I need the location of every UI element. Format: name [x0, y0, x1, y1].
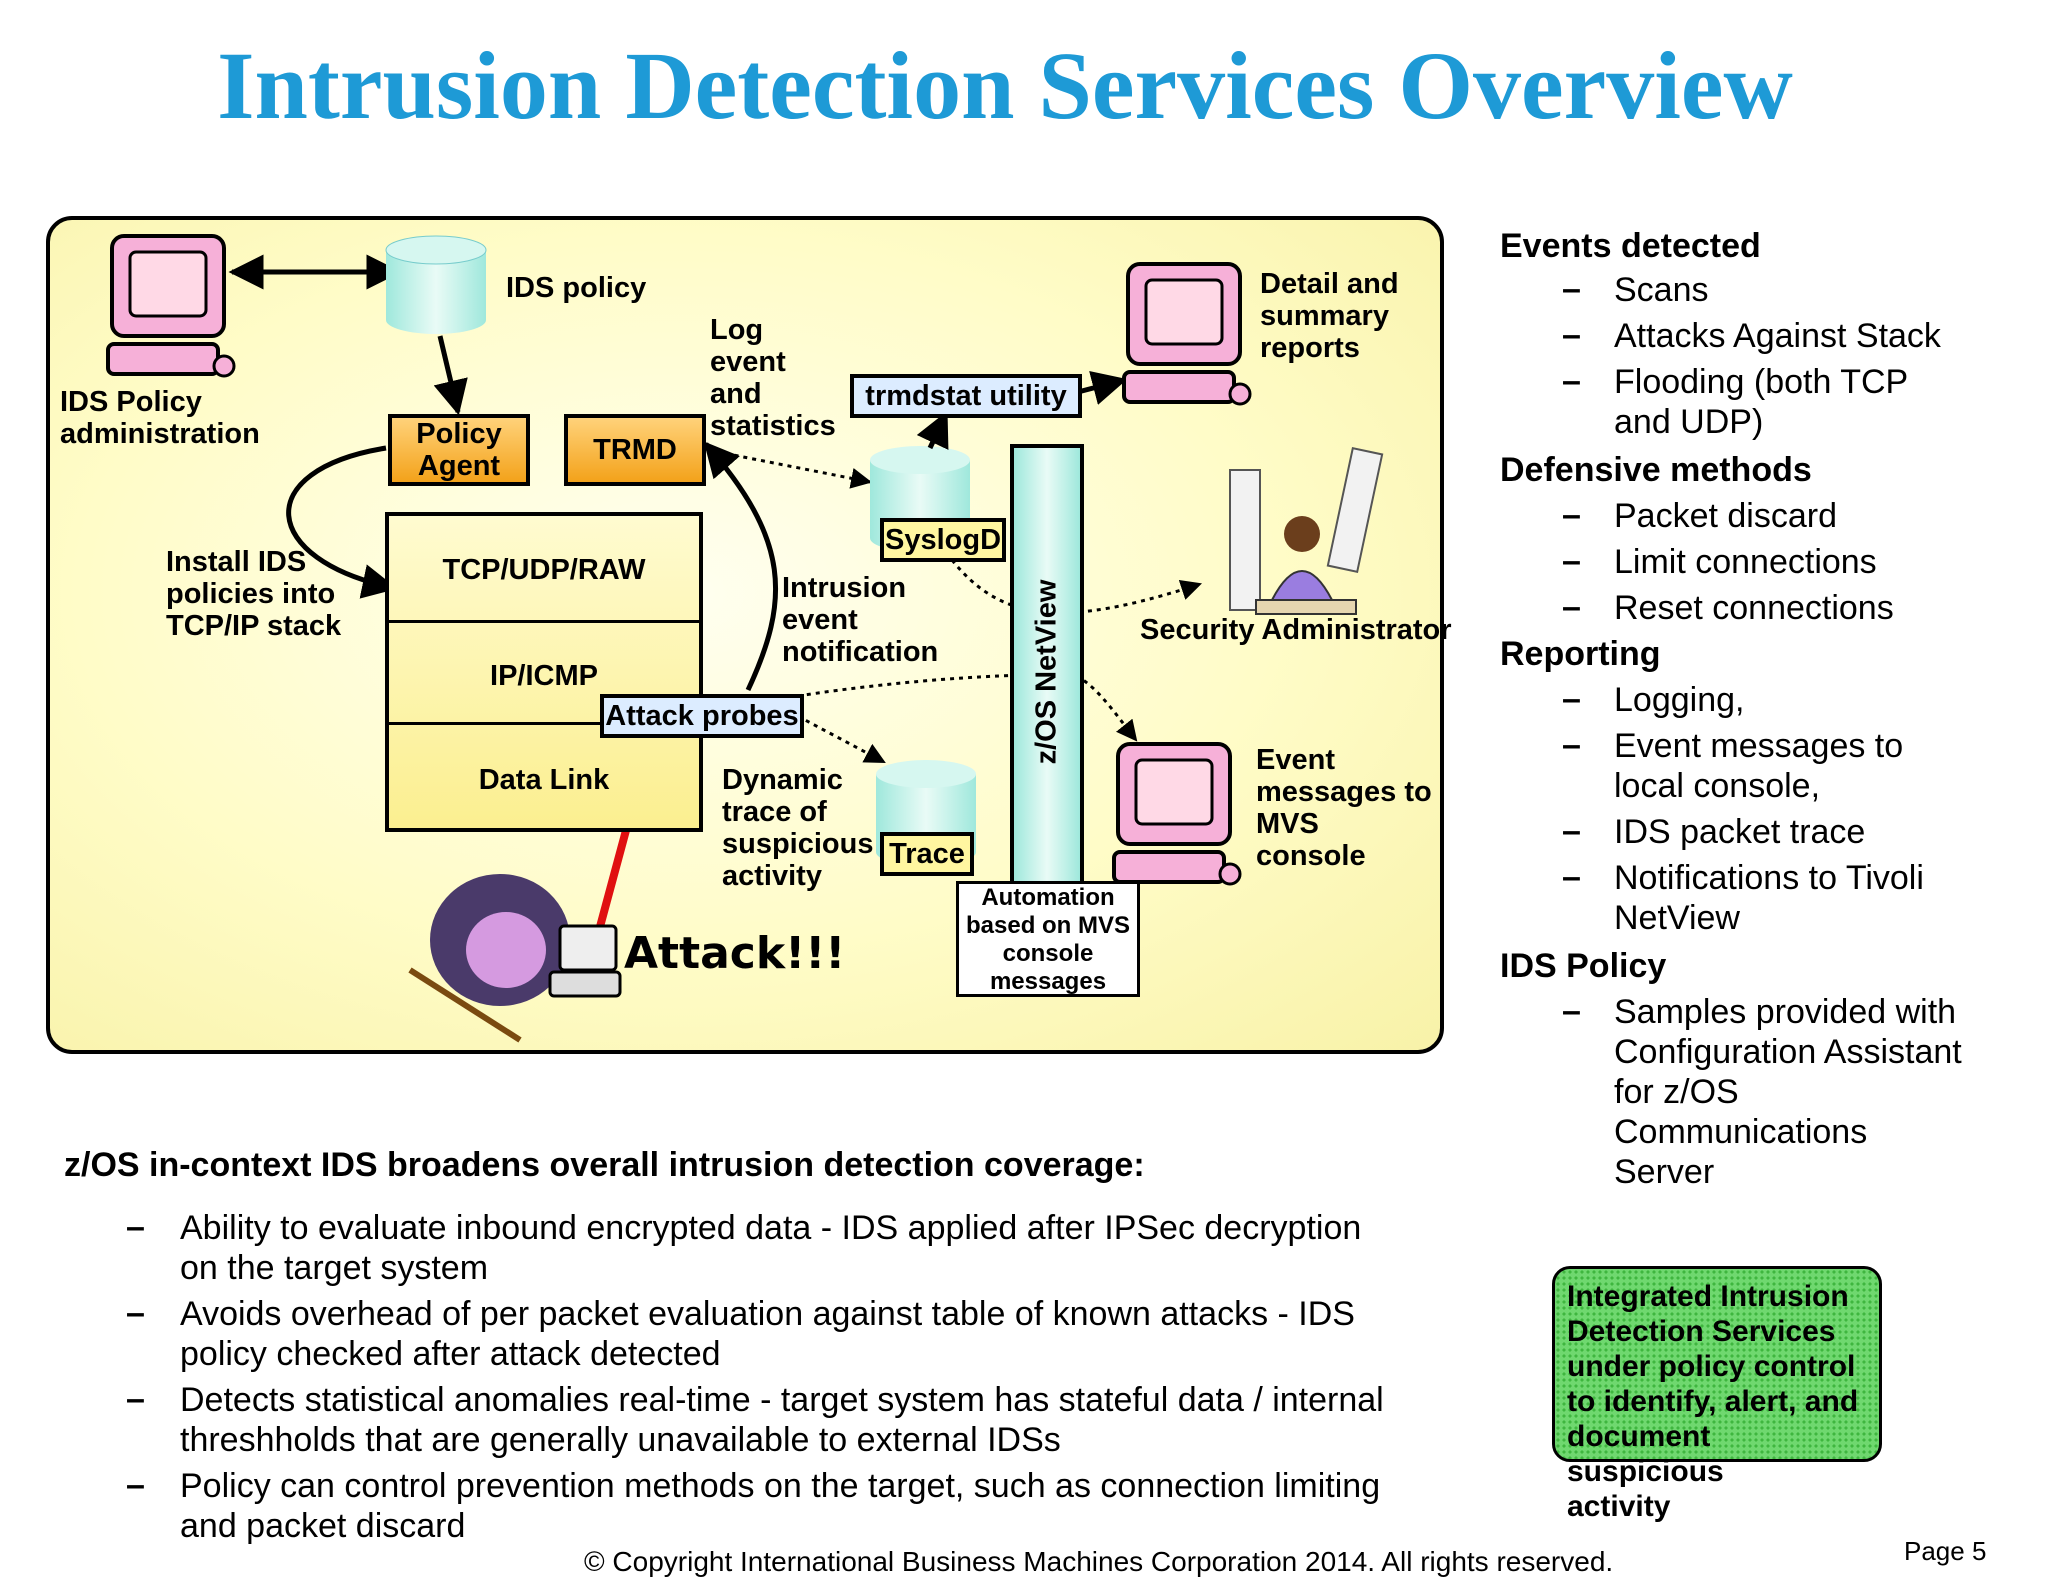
- security-admin-label: Security Administrator: [1140, 614, 1452, 646]
- page-title: Intrusion Detection Services Overview: [217, 32, 1793, 139]
- trmd-syslog-arrow: [707, 448, 873, 489]
- syslog-trmdstat-arrow: [916, 410, 949, 450]
- syslog-admin-arrow: [950, 559, 1202, 615]
- netview-label: z/OS NetView: [1030, 579, 1063, 765]
- dash: –: [1562, 316, 1581, 354]
- list-item: Limit connections: [1614, 543, 1877, 581]
- dash: –: [1562, 726, 1581, 764]
- probes-console-arrow: [797, 673, 1138, 742]
- admin-monitor-icon: [106, 234, 236, 378]
- dash: –: [126, 1208, 145, 1246]
- dash: –: [1562, 362, 1581, 400]
- summary-bullet: Avoids overhead of per packet evaluation…: [180, 1295, 1355, 1373]
- summary-bullet: Policy can control prevention methods on…: [180, 1467, 1381, 1545]
- page-number: Page 5: [1904, 1536, 1987, 1566]
- install-policy-arrow: [286, 445, 398, 599]
- summary-bullet: Ability to evaluate inbound encrypted da…: [180, 1209, 1362, 1287]
- defensive-methods-heading: Defensive methods: [1500, 451, 1812, 489]
- list-item: Reset connections: [1614, 589, 1894, 627]
- dash: –: [1562, 496, 1581, 534]
- netview-bar: z/OS NetView: [1010, 444, 1084, 900]
- policy-to-agent-arrow: [433, 335, 468, 416]
- dash: –: [1562, 588, 1581, 626]
- dash: –: [1562, 992, 1581, 1030]
- tcpip-stack: TCP/UDP/RAW IP/ICMP Data Link: [385, 512, 703, 832]
- dash: –: [1562, 270, 1581, 308]
- probes-trace-arrow: [789, 710, 886, 764]
- dash: –: [1562, 858, 1581, 896]
- reporting-heading: Reporting: [1500, 635, 1661, 673]
- trace-box: Trace: [880, 832, 974, 876]
- reports-monitor-icon: [1122, 262, 1252, 406]
- list-item: IDS packet trace: [1614, 813, 1866, 851]
- events-detected-heading: Events detected: [1500, 227, 1761, 265]
- dash: –: [126, 1466, 145, 1504]
- dash: –: [1562, 812, 1581, 850]
- copyright: © Copyright International Business Machi…: [584, 1546, 1614, 1577]
- ids-policy-cylinder: [385, 235, 487, 334]
- trmd-box: TRMD: [564, 414, 706, 486]
- dash: –: [126, 1380, 145, 1418]
- list-item: Attacks Against Stack: [1614, 317, 1941, 355]
- list-item: Packet discard: [1614, 497, 1837, 535]
- list-item: Scans: [1614, 271, 1709, 309]
- attack-probes-box: Attack probes: [600, 694, 804, 738]
- syslogd-box: SyslogD: [880, 518, 1006, 562]
- stack-layer-datalink: Data Link: [478, 764, 610, 796]
- dash: –: [1562, 542, 1581, 580]
- stack-layer-transport: TCP/UDP/RAW: [442, 554, 646, 586]
- intrusion-notify-arrow: [703, 441, 779, 692]
- trmdstat-reports-arrow: [1077, 371, 1128, 405]
- summary-heading: z/OS in-context IDS broadens overall int…: [64, 1146, 1145, 1184]
- ids-policy-heading: IDS Policy: [1500, 947, 1667, 985]
- stack-layer-network: IP/ICMP: [490, 660, 598, 692]
- ids-policy-label: IDS policy: [506, 272, 647, 304]
- trmdstat-box: trmdstat utility: [850, 374, 1082, 418]
- attack-label: Attack!!!: [624, 928, 846, 979]
- security-admin-figure-icon: [1229, 447, 1384, 615]
- attacker-figure-icon: [408, 874, 622, 1043]
- summary-bullet: Detects statistical anomalies real-time …: [180, 1381, 1384, 1459]
- dash: –: [126, 1294, 145, 1332]
- list-item: Logging,: [1614, 681, 1745, 719]
- dash: –: [1562, 680, 1581, 718]
- console-monitor-icon: [1112, 742, 1242, 886]
